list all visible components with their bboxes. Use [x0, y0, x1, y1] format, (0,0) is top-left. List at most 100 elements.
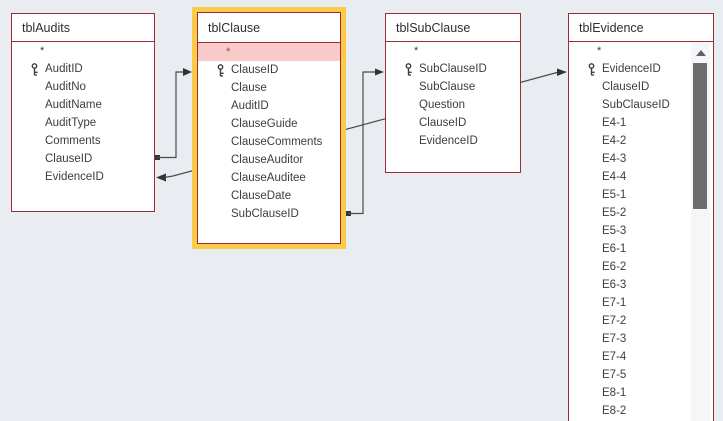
field-row[interactable]: ClauseID — [12, 150, 154, 168]
primary-key-icon — [588, 63, 595, 76]
field-label: ClauseID — [231, 64, 279, 76]
field-row[interactable]: AuditNo — [12, 78, 154, 96]
all-fields-row[interactable]: * — [12, 42, 154, 60]
field-label: * — [414, 45, 419, 57]
arrowhead-icon — [183, 68, 192, 76]
field-row[interactable]: E4-2 — [569, 132, 713, 150]
relationship-line-clause-subclause[interactable] — [346, 68, 384, 217]
relationship-line-audits-clause[interactable] — [155, 68, 192, 160]
field-label: E8-2 — [602, 405, 627, 417]
table-title[interactable]: tblClause — [198, 13, 340, 43]
field-label: AuditNo — [45, 81, 86, 93]
field-label: Comments — [45, 135, 101, 147]
field-row[interactable]: ClauseGuide — [198, 115, 340, 133]
vertical-scrollbar[interactable] — [691, 42, 710, 421]
field-row[interactable]: E4-1 — [569, 114, 713, 132]
field-row[interactable]: E6-2 — [569, 258, 713, 276]
field-label: E4-3 — [602, 153, 627, 165]
field-label: EvidenceID — [602, 63, 661, 75]
field-row[interactable]: AuditID — [12, 60, 154, 78]
all-fields-row[interactable]: * — [386, 42, 520, 60]
field-label: E5-2 — [602, 207, 627, 219]
field-label: ClauseDate — [231, 190, 292, 202]
field-label: E5-1 — [602, 189, 627, 201]
field-row[interactable]: SubClauseID — [198, 205, 340, 223]
field-row[interactable]: E5-2 — [569, 204, 713, 222]
field-row[interactable]: E6-1 — [569, 240, 713, 258]
field-row[interactable]: Question — [386, 96, 520, 114]
field-row[interactable]: Comments — [12, 132, 154, 150]
all-fields-row[interactable]: * — [569, 42, 713, 60]
table-title[interactable]: tblSubClause — [386, 14, 520, 42]
field-label: ClauseAuditee — [231, 172, 306, 184]
field-label: Question — [419, 99, 466, 111]
field-row[interactable]: ClauseID — [569, 78, 713, 96]
field-label: E4-1 — [602, 117, 627, 129]
primary-key-icon — [31, 63, 38, 76]
field-label: AuditID — [231, 100, 269, 112]
table-tblEvidence[interactable]: tblEvidence * EvidenceID ClauseID SubClause… — [568, 13, 714, 421]
field-label: E4-4 — [602, 171, 627, 183]
field-row[interactable]: ClauseDate — [198, 187, 340, 205]
field-row[interactable]: Clause — [198, 79, 340, 97]
field-label: E6-1 — [602, 243, 627, 255]
field-row[interactable]: E7-4 — [569, 348, 713, 366]
scrollbar-thumb[interactable] — [693, 63, 707, 209]
field-row[interactable]: E7-1 — [569, 294, 713, 312]
field-row[interactable]: SubClause — [386, 78, 520, 96]
field-row[interactable]: E5-1 — [569, 186, 713, 204]
field-row[interactable]: E5-3 — [569, 222, 713, 240]
field-label: * — [40, 45, 45, 57]
field-row[interactable]: EvidenceID — [569, 60, 713, 78]
field-label: * — [226, 46, 231, 58]
field-label: SubClauseID — [419, 63, 487, 75]
field-row[interactable]: E4-3 — [569, 150, 713, 168]
field-label: EvidenceID — [45, 171, 104, 183]
field-label: SubClauseID — [602, 99, 670, 111]
field-row[interactable]: SubClauseID — [569, 96, 713, 114]
field-row[interactable]: ClauseID — [198, 61, 340, 79]
scroll-up-button[interactable] — [691, 50, 710, 70]
field-row[interactable]: ClauseID — [386, 114, 520, 132]
field-label: ClauseGuide — [231, 118, 298, 130]
field-row[interactable]: ClauseAuditor — [198, 151, 340, 169]
field-row[interactable]: ClauseAuditee — [198, 169, 340, 187]
table-title[interactable]: tblEvidence — [569, 14, 713, 42]
field-label: ClauseID — [45, 153, 93, 165]
field-label: E6-3 — [602, 279, 627, 291]
field-row[interactable]: E8-2 — [569, 402, 713, 420]
field-label: ClauseID — [602, 81, 650, 93]
field-row[interactable]: E6-3 — [569, 276, 713, 294]
field-label: E8-1 — [602, 387, 627, 399]
field-row[interactable]: E7-5 — [569, 366, 713, 384]
field-label: EvidenceID — [419, 135, 478, 147]
field-label: E7-4 — [602, 351, 627, 363]
table-title[interactable]: tblAudits — [12, 14, 154, 42]
field-row[interactable]: SubClauseID — [386, 60, 520, 78]
field-label: SubClauseID — [231, 208, 299, 220]
field-label: E7-1 — [602, 297, 627, 309]
field-row[interactable]: AuditID — [198, 97, 340, 115]
field-label: E5-3 — [602, 225, 627, 237]
field-label: SubClause — [419, 81, 476, 93]
primary-key-icon — [405, 63, 412, 76]
field-label: AuditName — [45, 99, 102, 111]
field-row[interactable]: E4-4 — [569, 168, 713, 186]
field-label: ClauseComments — [231, 136, 323, 148]
field-label: E7-2 — [602, 315, 627, 327]
field-row[interactable]: EvidenceID — [386, 132, 520, 150]
field-row[interactable]: E7-2 — [569, 312, 713, 330]
field-row[interactable]: E7-3 — [569, 330, 713, 348]
field-row[interactable]: E8-1 — [569, 384, 713, 402]
arrowhead-icon — [375, 68, 384, 76]
primary-key-icon — [217, 64, 224, 77]
field-row[interactable]: AuditName — [12, 96, 154, 114]
field-row[interactable]: EvidenceID — [12, 168, 154, 186]
arrowhead-icon — [557, 68, 567, 76]
all-fields-row[interactable]: * — [198, 43, 340, 61]
field-row[interactable]: ClauseComments — [198, 133, 340, 151]
field-row[interactable]: AuditType — [12, 114, 154, 132]
